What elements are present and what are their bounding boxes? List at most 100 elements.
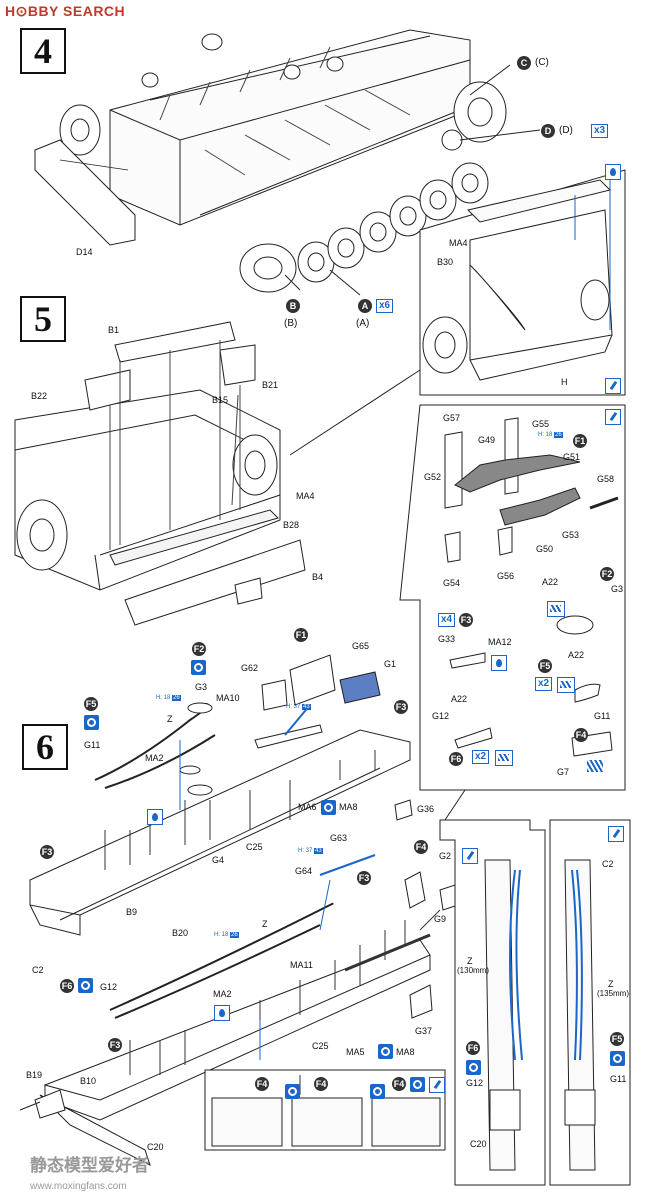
height-note: H: 37 43	[286, 704, 311, 710]
part-label: G11	[594, 711, 611, 721]
part-label: G51	[563, 452, 581, 462]
subassembly-f5-badge: F5	[538, 659, 552, 673]
part-label: A22	[568, 650, 585, 660]
paint-fill-icon	[321, 800, 336, 815]
part-label: MA12	[488, 637, 512, 647]
subassembly-f3-badge: F3	[108, 1038, 122, 1052]
part-label: G57	[443, 413, 461, 423]
part-label: MA4	[449, 238, 468, 248]
step4-chassis	[34, 29, 541, 296]
part-label: MA10	[216, 693, 240, 703]
part-label: C2	[32, 965, 44, 975]
part-label: G12	[466, 1078, 484, 1088]
part-label: B30	[437, 257, 454, 267]
cement-drop-icon	[491, 655, 507, 671]
part-label: MA4	[296, 491, 315, 501]
brand-logo: H⊙BBY SEARCH	[5, 3, 126, 19]
subassembly-f1-badge: F1	[294, 628, 308, 642]
qty-badge: x2	[472, 750, 490, 764]
qty-badge: x2	[535, 677, 553, 691]
part-label: MA8	[339, 802, 358, 812]
part-label: MA6	[298, 802, 317, 812]
part-label: G50	[536, 544, 554, 554]
subassembly-f6-badge: F6	[60, 979, 74, 993]
part-label: B9	[126, 907, 138, 917]
subassembly-f1-badge: F1	[573, 434, 587, 448]
part-label: MA5	[346, 1047, 365, 1057]
part-label: G55	[532, 419, 550, 429]
paint-fill-icon	[410, 1077, 425, 1092]
part-label: B19	[26, 1070, 43, 1080]
part-label: C2	[602, 859, 614, 869]
step-5-number: 5	[20, 296, 66, 342]
paint-fill-icon	[191, 660, 206, 675]
part-label: B20	[172, 928, 189, 938]
part-label: G56	[497, 571, 515, 581]
height-note: H: 18 26	[214, 932, 239, 938]
part-label: G49	[478, 435, 496, 445]
callout-a-paren: (A)	[356, 318, 370, 329]
part-label: B15	[212, 395, 229, 405]
subassembly-f3-badge: F3	[40, 845, 54, 859]
qty-badge: x3	[591, 124, 609, 138]
paint-fill-icon	[610, 1051, 625, 1066]
paint-fill-icon	[285, 1084, 300, 1099]
part-label: B22	[31, 391, 48, 401]
callout-d-paren: (D)	[559, 125, 573, 136]
cable-length-note: (130mm)	[457, 966, 490, 975]
glue-brush-icon	[462, 848, 478, 864]
subassembly-f3-badge: F3	[357, 871, 371, 885]
part-label: MA8	[396, 1047, 415, 1057]
part-label: G37	[415, 1026, 433, 1036]
glue-brush-icon	[605, 409, 621, 425]
glue-brush-icon	[605, 378, 621, 394]
callout-a: A	[358, 299, 372, 313]
callout-b-paren: (B)	[284, 318, 298, 329]
paint-fill-icon	[370, 1084, 385, 1099]
part-label: G36	[417, 804, 435, 814]
part-label: G11	[610, 1074, 627, 1084]
part-label: G2	[439, 851, 452, 861]
part-label: Z	[467, 956, 473, 966]
step-6-number: 6	[22, 724, 68, 770]
step6-assembly	[19, 654, 459, 1166]
part-label: G12	[100, 982, 118, 992]
part-label: A22	[542, 577, 559, 587]
part-label: G12	[432, 711, 450, 721]
subassembly-f6-badge: F6	[466, 1041, 480, 1055]
part-label: D14	[76, 247, 93, 257]
part-label: C25	[312, 1041, 329, 1051]
qty-badge: x6	[376, 299, 394, 313]
part-label: G62	[241, 663, 259, 673]
step4-detail	[289, 169, 626, 456]
subassembly-f5-badge: F5	[610, 1032, 624, 1046]
part-label: MA11	[290, 960, 313, 970]
subassembly-f4-badge: F4	[255, 1077, 269, 1091]
subassembly-f4-badge: F4	[392, 1077, 406, 1091]
cement-drop-icon	[147, 809, 163, 825]
paint-fill-icon	[78, 978, 93, 993]
part-label: B10	[80, 1076, 97, 1086]
subassembly-f4-badge: F4	[414, 840, 428, 854]
height-note: H: 18 26	[156, 695, 181, 701]
height-note: H: 18 26	[538, 432, 563, 438]
callout-b: B	[286, 299, 300, 313]
part-label: MA2	[145, 753, 164, 763]
part-label: G3	[611, 584, 624, 594]
subassembly-f4-badge: F4	[314, 1077, 328, 1091]
part-label: B21	[262, 380, 279, 390]
cable-length-note: (135mm)	[597, 989, 630, 998]
part-label: B4	[312, 572, 324, 582]
part-label: G33	[438, 634, 456, 644]
part-label: C25	[246, 842, 263, 852]
watermark-url: www.moxingfans.com	[30, 1181, 127, 1192]
part-label: B1	[108, 325, 120, 335]
subassembly-f3-badge: F3	[394, 700, 408, 714]
part-label: G1	[384, 659, 397, 669]
part-label: G53	[562, 530, 580, 540]
paint-icon	[547, 601, 565, 617]
cement-drop-icon	[214, 1005, 230, 1021]
paint-icon	[587, 760, 603, 772]
part-label: MA2	[213, 989, 232, 999]
